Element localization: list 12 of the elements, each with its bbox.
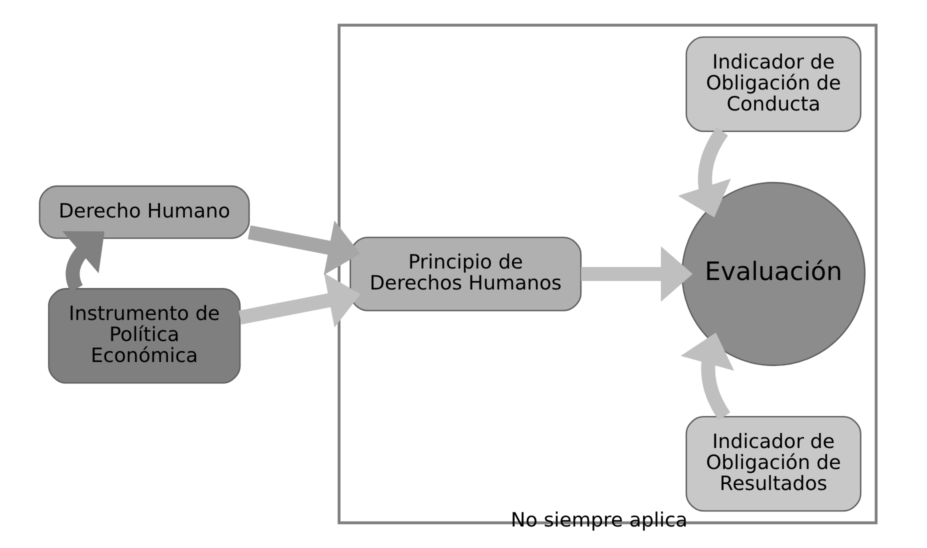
node-label: No siempre aplica [510, 508, 688, 532]
arrow [62, 231, 104, 292]
node-box: Indicador de Obligación de Resultados [686, 416, 862, 512]
node-box: Principio de Derechos Humanos [350, 236, 582, 312]
arrow [248, 220, 360, 276]
node-box: Indicador de Obligación de Conducta [686, 36, 862, 132]
node-box: Derecho Humano [38, 185, 250, 239]
node-circle: Evaluación [681, 182, 866, 366]
arrow [581, 246, 693, 302]
arrow [238, 272, 360, 328]
node-box: Instrumento de Política Económica [48, 288, 241, 384]
arrow [680, 332, 734, 420]
